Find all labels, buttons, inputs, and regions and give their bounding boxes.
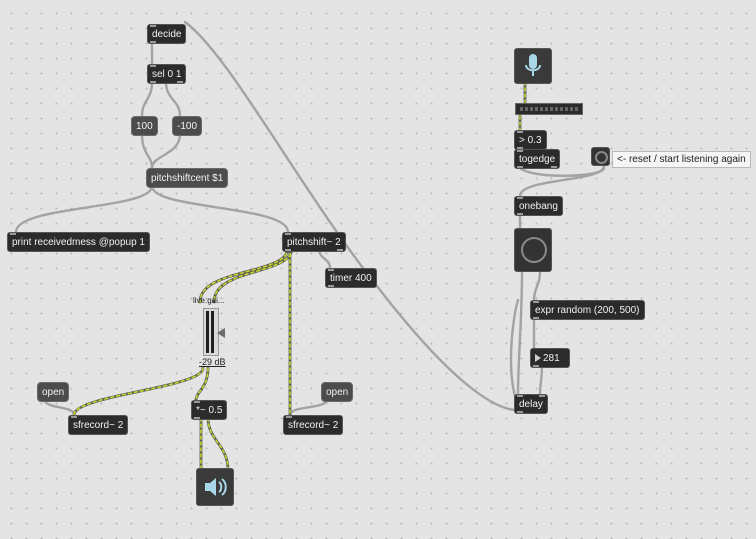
mic-adc[interactable]: [514, 48, 552, 84]
bang-button[interactable]: [514, 228, 552, 272]
reset-comment: <- reset / start listening again: [612, 151, 751, 168]
cord-button-onebang: [518, 164, 606, 198]
print-label: print receivedmess @popup 1: [12, 237, 145, 248]
cord-neg100-pitch: [150, 132, 182, 170]
delay-object[interactable]: delay: [514, 394, 548, 414]
cord-bang-delay: [516, 270, 524, 396]
cord-pitch-pitchshift: [150, 184, 290, 234]
cord-pitch-print: [14, 184, 154, 234]
multiply-object[interactable]: *~ 0.5: [191, 400, 228, 420]
open-left-label: open: [42, 387, 65, 398]
togedge-object[interactable]: togedge: [514, 149, 561, 169]
pitchshiftcent-message[interactable]: pitchshiftcent $1: [146, 168, 229, 188]
message-neg100[interactable]: -100: [172, 116, 203, 136]
gain-value: -29 dB: [199, 357, 226, 367]
open-message-right[interactable]: open: [321, 382, 354, 402]
bang-button-ring: [521, 237, 547, 263]
level-meter-ticks: [520, 107, 578, 111]
gain-meter-left: [206, 311, 209, 353]
expr-object[interactable]: expr random (200, 500): [530, 300, 645, 320]
decide-object[interactable]: decide: [147, 24, 187, 44]
cord-number-delay: [538, 362, 544, 396]
gain-meter-right: [211, 311, 214, 353]
reset-button[interactable]: [591, 147, 610, 166]
onebang-object[interactable]: onebang: [514, 196, 563, 216]
pitchshift-label: pitchshift~ 2: [287, 237, 341, 248]
open-right-label: open: [326, 387, 349, 398]
pitchshiftcent-label: pitchshiftcent $1: [151, 173, 224, 184]
cord-sel-neg100: [164, 80, 182, 118]
sel-label: sel 0 1: [152, 69, 182, 80]
message-neg100-label: -100: [177, 121, 198, 132]
gt-object[interactable]: > 0.3: [514, 130, 547, 150]
gt-label: > 0.3: [519, 135, 542, 146]
cord-delay-decide: [183, 20, 522, 412]
number-box[interactable]: 281: [530, 348, 570, 368]
level-meter: [515, 103, 583, 115]
pitchshift-object[interactable]: pitchshift~ 2: [282, 232, 346, 252]
cord-100-pitch: [140, 132, 154, 170]
speaker-icon: [205, 478, 227, 496]
microphone-icon: [525, 54, 541, 76]
cord-sel-100: [140, 80, 154, 118]
message-100[interactable]: 100: [131, 116, 158, 136]
decide-label: decide: [152, 29, 182, 40]
expr-label: expr random (200, 500): [535, 305, 640, 316]
reset-button-ring: [595, 151, 608, 164]
cord-bang-expr: [532, 270, 542, 302]
sfrecord-right-object[interactable]: sfrecord~ 2: [283, 415, 344, 435]
gain-slider-thumb[interactable]: [217, 328, 225, 338]
sfrecord-left-object[interactable]: sfrecord~ 2: [68, 415, 129, 435]
number-value: 281: [543, 353, 560, 364]
sel-object[interactable]: sel 0 1: [147, 64, 187, 84]
timer-label: timer 400: [330, 273, 372, 284]
speaker-dac[interactable]: [196, 468, 234, 506]
togedge-label: togedge: [519, 154, 556, 165]
multiply-label: *~ 0.5: [196, 405, 223, 416]
delay-label: delay: [519, 399, 543, 410]
sfrecord-left-label: sfrecord~ 2: [73, 420, 124, 431]
message-100-label: 100: [136, 121, 153, 132]
print-object[interactable]: print receivedmess @popup 1: [7, 232, 150, 252]
sfrecord-right-label: sfrecord~ 2: [288, 420, 339, 431]
timer-object[interactable]: timer 400: [325, 268, 377, 288]
gain-label: live.gai...: [193, 296, 225, 305]
number-triangle: [535, 354, 541, 362]
open-message-left[interactable]: open: [37, 382, 70, 402]
onebang-label: onebang: [519, 201, 558, 212]
